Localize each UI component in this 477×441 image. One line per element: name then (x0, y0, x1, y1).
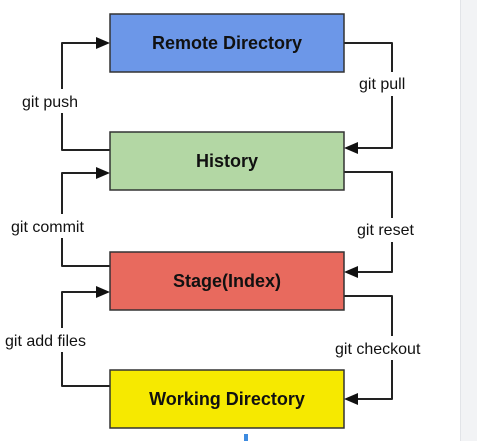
remote-directory-label: Remote Directory (152, 33, 302, 53)
git-push-label: git push (22, 94, 78, 111)
commit-arrowhead (96, 167, 110, 179)
git-commit-label: git commit (11, 219, 84, 236)
history-box: History (109, 131, 345, 191)
working-directory-box: Working Directory (109, 369, 345, 429)
git-reset-label: git reset (357, 222, 414, 239)
history-label: History (196, 151, 258, 171)
window-right-edge (460, 0, 477, 441)
working-directory-label: Working Directory (149, 389, 305, 409)
text-cursor-marker (244, 434, 248, 441)
git-checkout-label: git checkout (335, 341, 421, 358)
stage-index-rect (109, 251, 345, 311)
git-pull-label: git pull (359, 76, 405, 93)
checkout-arrowhead (344, 393, 358, 405)
commit-label-bg (8, 214, 116, 238)
remote-directory-rect (109, 13, 345, 73)
history-rect (109, 131, 345, 191)
checkout-label-bg (332, 336, 458, 360)
add-arrowhead (96, 286, 110, 298)
pull-arrowhead (344, 142, 358, 154)
remote-directory-box: Remote Directory (109, 13, 345, 73)
stage-index-label: Stage(Index) (173, 271, 281, 291)
stage-index-box: Stage(Index) (109, 251, 345, 311)
reset-arrowhead (344, 266, 358, 278)
push-arrowhead (96, 37, 110, 49)
add-label-bg (3, 328, 119, 352)
reset-label-bg (355, 218, 441, 242)
pull-label-bg (356, 72, 426, 96)
git-add-files-label: git add files (5, 333, 86, 350)
push-label-bg (20, 89, 102, 113)
working-directory-rect (109, 369, 345, 429)
